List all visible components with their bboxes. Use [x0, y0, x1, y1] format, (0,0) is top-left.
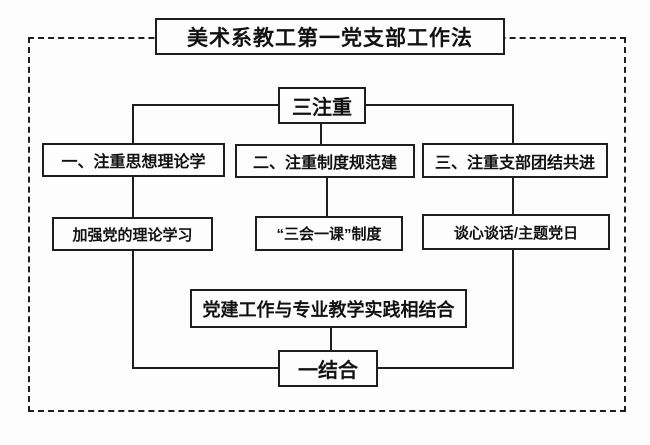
- connector-right-column-middle: [512, 176, 514, 216]
- connector-left-column-lower: [132, 249, 134, 369]
- bottom-node-label: 一结合: [298, 360, 358, 382]
- branch-3-heading: 三、注重支部团结共进: [434, 154, 595, 172]
- branch-3-detail-box: 谈心谈话/主题党日: [422, 214, 610, 250]
- connector-middle-column-middle: [326, 176, 328, 218]
- top-node-label: 三注重: [292, 97, 352, 119]
- branch-1-detail-box: 加强党的理论学习: [52, 217, 213, 251]
- connector-left-column-middle: [132, 175, 134, 219]
- branch-1-detail: 加强党的理论学习: [72, 226, 193, 244]
- connector-right-column-upper: [512, 104, 514, 145]
- connector-bottom-right-horizontal: [376, 367, 514, 369]
- branch-1-heading-box: 一、注重思想理论学: [42, 143, 225, 177]
- connector-left-column-upper: [132, 104, 134, 145]
- branch-2-detail-box: “三会一课”制度: [255, 216, 403, 251]
- connector-bottom-left-horizontal: [132, 367, 280, 369]
- diagram-title: 美术系教工第一党支部工作法: [187, 26, 473, 50]
- branch-2-heading: 二、注重制度规范建: [252, 155, 397, 172]
- diagram-title-box: 美术系教工第一党支部工作法: [155, 18, 505, 55]
- branch-2-heading-box: 二、注重制度规范建: [235, 144, 415, 178]
- connector-integration-to-bottom: [330, 326, 332, 352]
- connector-top-right-horizontal: [364, 104, 514, 106]
- branch-1-heading: 一、注重思想理论学: [61, 154, 206, 171]
- integration-box: 党建工作与专业教学实践相结合: [190, 289, 467, 328]
- branch-3-detail: 谈心谈话/主题党日: [453, 224, 579, 242]
- connector-middle-column-upper: [320, 122, 322, 146]
- bottom-node-box: 一结合: [278, 350, 378, 387]
- connector-top-left-horizontal: [132, 104, 279, 106]
- branch-2-detail: “三会一课”制度: [276, 226, 382, 243]
- branch-3-heading-box: 三、注重支部团结共进: [422, 143, 608, 178]
- top-node-box: 三注重: [278, 87, 366, 124]
- connector-right-column-lower: [512, 248, 514, 369]
- integration-label: 党建工作与专业教学实践相结合: [202, 299, 455, 320]
